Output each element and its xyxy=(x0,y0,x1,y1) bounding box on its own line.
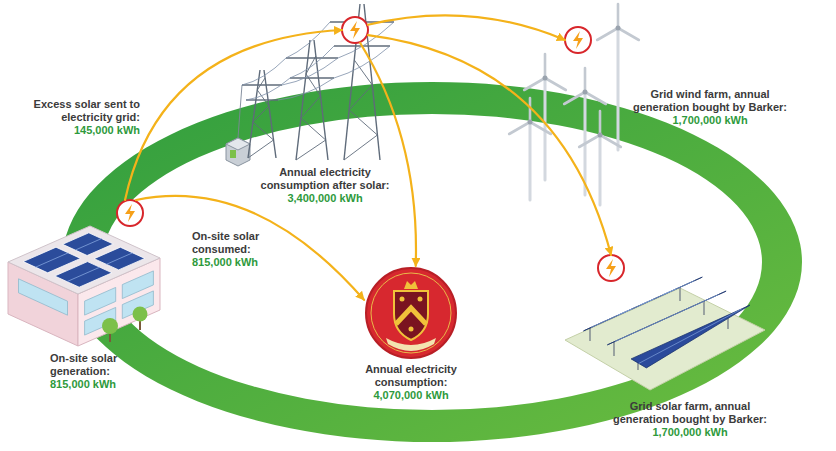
lightning-icon xyxy=(565,27,591,53)
flow-label-text: Excess solar sent to electricity grid: xyxy=(34,98,140,123)
building-illustration xyxy=(8,226,160,346)
flow-arrow xyxy=(368,15,565,40)
value-text: 1,700,000 kWh xyxy=(605,426,775,439)
value-text: 4,070,000 kWh xyxy=(354,389,469,402)
transmission-towers xyxy=(226,4,394,166)
flow-label: On-site solar consumed: 815,000 kWh xyxy=(192,230,282,269)
lightning-icon xyxy=(598,255,624,281)
flow-label-text: On-site solar consumed: xyxy=(192,230,259,255)
solar-farm-illustration xyxy=(565,277,765,390)
caption-block: Annual electricity consumption:4,070,000… xyxy=(354,363,469,402)
flow-label-value: 145,000 kWh xyxy=(20,124,140,137)
onsite-solar-building: On-site solar generation:815,000 kWh xyxy=(2,200,177,394)
caption-text: Grid solar farm, annual generation bough… xyxy=(605,400,775,426)
wind-farm: Grid wind farm, annual generation bought… xyxy=(565,10,831,205)
flow-label-value: 815,000 kWh xyxy=(192,256,282,269)
flow-label: Excess solar sent to electricity grid: 1… xyxy=(20,98,140,137)
caption-block: Grid wind farm, annual generation bought… xyxy=(625,88,795,127)
caption-block: On-site solar generation:815,000 kWh xyxy=(50,352,160,391)
lightning-icon xyxy=(342,17,368,43)
flow-label-value: 3,400,000 kWh xyxy=(255,192,395,205)
electricity-grid-hub xyxy=(342,17,368,43)
solar-farm: Grid solar farm, annual generation bough… xyxy=(560,255,830,449)
school-crest-circle: Annual electricity consumption:4,070,000… xyxy=(364,266,458,360)
flow-arrow xyxy=(368,35,611,255)
wind-turbines xyxy=(509,4,639,205)
flow-label-text: Annual electricity consumption after sol… xyxy=(261,166,390,191)
value-text: 815,000 kWh xyxy=(50,378,160,391)
ring-band xyxy=(62,82,802,442)
caption-text: Annual electricity consumption: xyxy=(354,363,469,389)
flow-arrow xyxy=(360,43,416,266)
caption-block: Grid solar farm, annual generation bough… xyxy=(605,400,775,439)
caption-text: Grid wind farm, annual generation bought… xyxy=(625,88,795,114)
value-text: 1,700,000 kWh xyxy=(625,114,795,127)
school-crest-art xyxy=(364,266,458,360)
flow-arrow xyxy=(136,196,364,300)
lightning-icon xyxy=(117,200,143,226)
caption-text: On-site solar generation: xyxy=(50,352,160,378)
flow-label: Annual electricity consumption after sol… xyxy=(255,166,395,205)
